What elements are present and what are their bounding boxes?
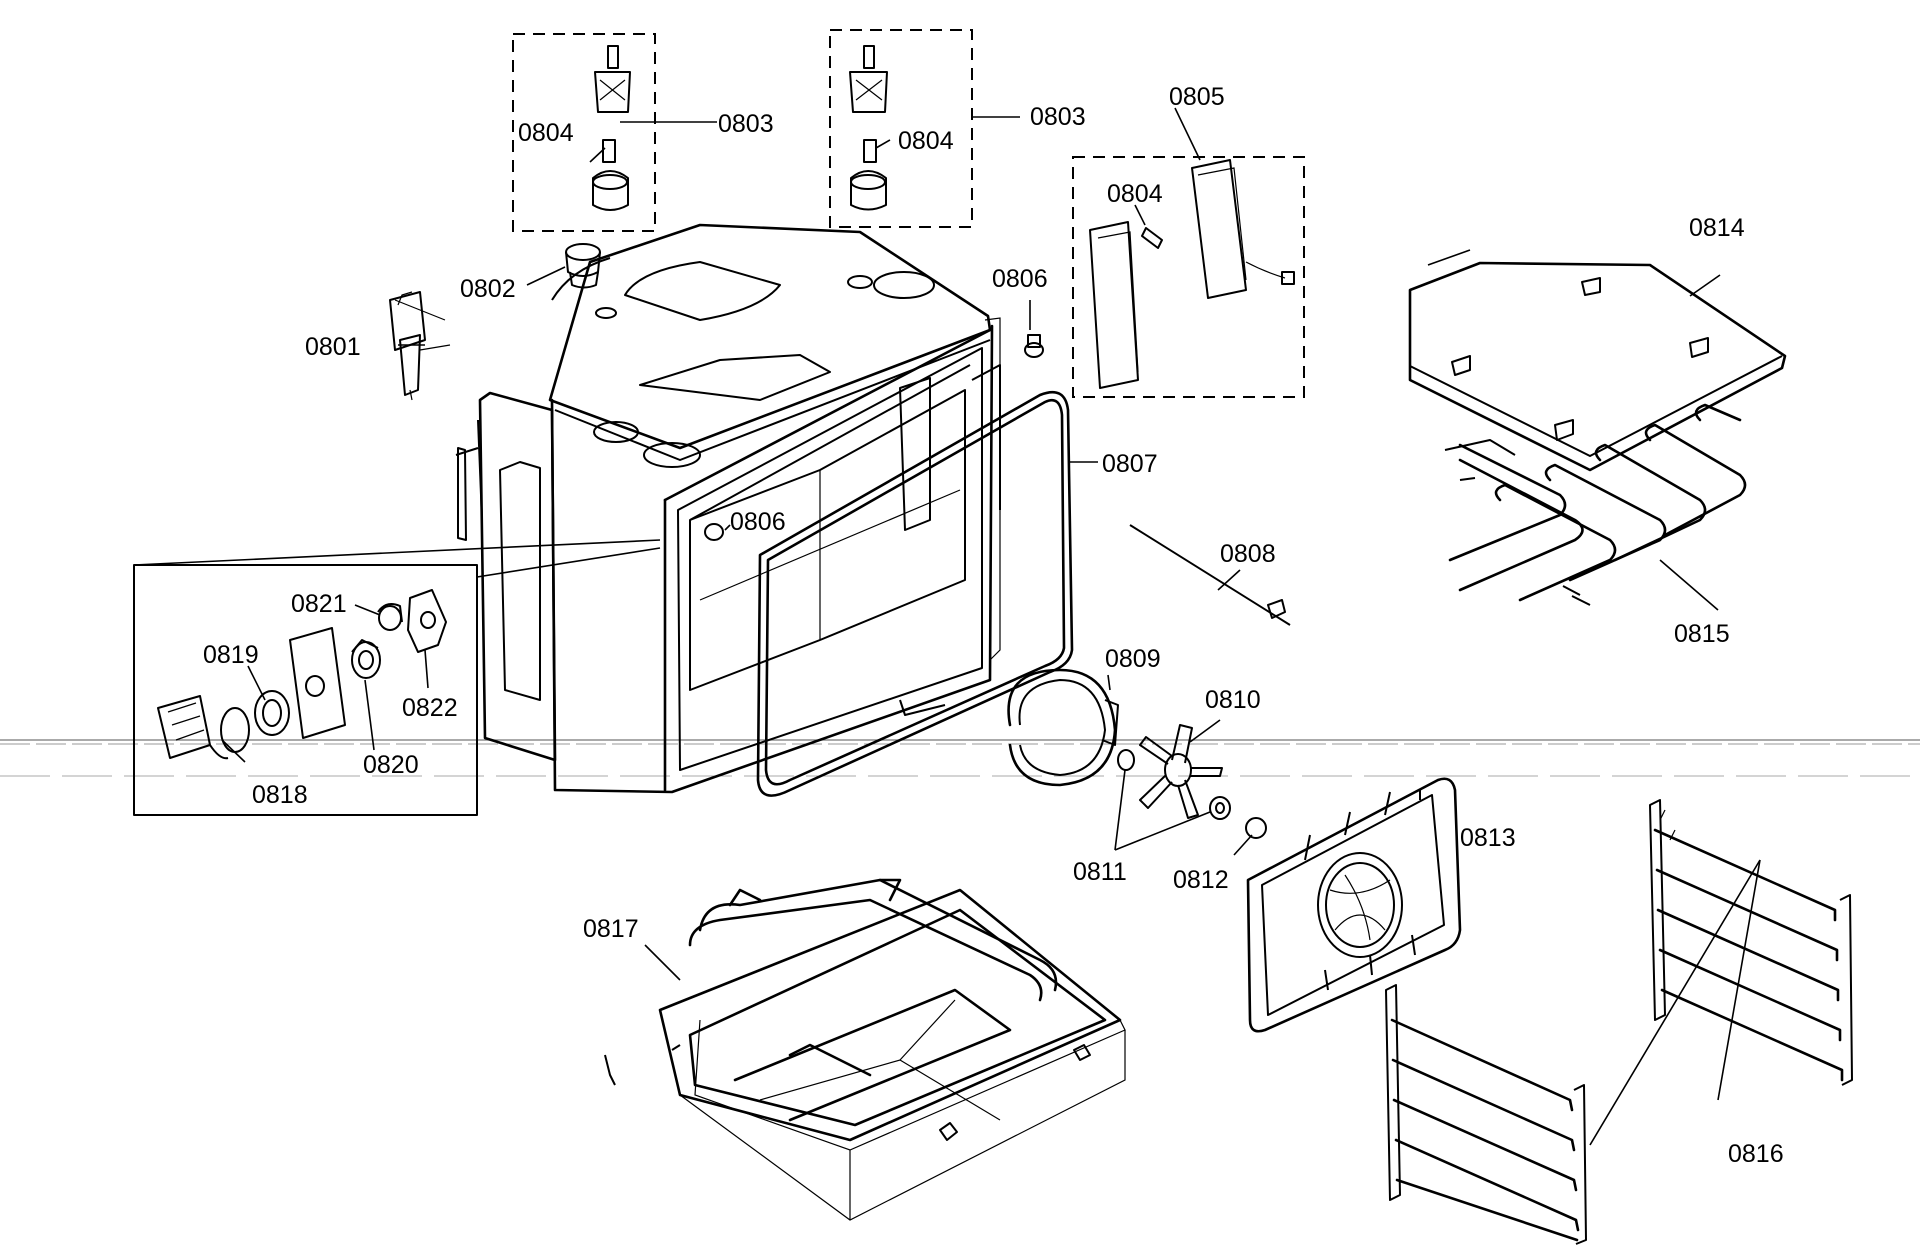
convection-fan-blade[interactable] — [1139, 724, 1223, 819]
part-labels: 0801 0802 0803 0803 0804 0804 0804 0805 … — [203, 83, 1784, 1168]
inset-box — [133, 539, 661, 816]
label-0801: 0801 — [305, 333, 361, 361]
meat-probe-rod[interactable] — [1129, 524, 1291, 626]
label-0808: 0808 — [1220, 540, 1276, 568]
label-0818: 0818 — [252, 781, 308, 809]
label-0805: 0805 — [1169, 83, 1225, 111]
bracket-plate[interactable] — [407, 589, 447, 653]
label-0822: 0822 — [402, 694, 458, 722]
label-0813: 0813 — [1460, 824, 1516, 852]
light-socket-nut[interactable] — [351, 639, 381, 679]
convection-element[interactable] — [1007, 668, 1119, 787]
gasket-ring[interactable] — [254, 690, 290, 736]
cover-plate[interactable] — [289, 627, 346, 739]
gasket-tab — [899, 699, 946, 716]
bake-element[interactable] — [604, 878, 1126, 1221]
oven-cavity — [455, 223, 1001, 794]
scan-lines — [0, 739, 1920, 777]
bumper-lower[interactable] — [704, 523, 724, 541]
side-lamp-assembly[interactable] — [1089, 159, 1295, 389]
fan-nut-small[interactable] — [1245, 817, 1267, 839]
bumper-upper[interactable] — [1024, 334, 1044, 358]
label-0806-lower: 0806 — [730, 508, 786, 536]
rack-rail-right[interactable] — [1649, 799, 1853, 1086]
lamp-assembly-box-left — [512, 33, 656, 232]
label-0802: 0802 — [460, 275, 516, 303]
convection-fan-cover[interactable] — [1246, 777, 1462, 1033]
sensor-cap[interactable] — [565, 243, 601, 289]
top-heat-shield[interactable] — [1408, 261, 1787, 472]
label-0816: 0816 — [1728, 1140, 1784, 1168]
label-0815: 0815 — [1674, 620, 1730, 648]
side-lamp-assembly-box — [1072, 156, 1305, 398]
label-0817: 0817 — [583, 915, 639, 943]
label-0811: 0811 — [1073, 858, 1127, 886]
rack-rail-left[interactable] — [1385, 984, 1587, 1245]
label-0804-side: 0804 — [1107, 180, 1163, 208]
door-gasket[interactable] — [756, 390, 1074, 797]
spacer-bushing[interactable] — [377, 603, 403, 631]
label-0821: 0821 — [291, 590, 347, 618]
label-0803-left: 0803 — [718, 110, 774, 138]
label-0819: 0819 — [203, 641, 259, 669]
label-0809: 0809 — [1105, 645, 1161, 673]
label-0803-right: 0803 — [1030, 103, 1086, 131]
lamp-assembly-box-right — [829, 29, 973, 228]
label-0807: 0807 — [1102, 450, 1158, 478]
fan-nut[interactable] — [1209, 796, 1231, 820]
thermostat-sensor[interactable] — [157, 695, 250, 760]
oven-lamp-left[interactable] — [592, 45, 631, 211]
label-0804-left: 0804 — [518, 119, 574, 147]
fan-washer[interactable] — [1117, 749, 1135, 771]
leader-lines — [221, 107, 1761, 1146]
label-0810: 0810 — [1205, 686, 1261, 714]
label-0804-right: 0804 — [898, 127, 954, 155]
broil-element[interactable] — [1444, 403, 1747, 606]
label-0806-upper: 0806 — [992, 265, 1048, 293]
label-0812: 0812 — [1173, 866, 1229, 894]
label-0814: 0814 — [1689, 214, 1745, 242]
door-lock-switch[interactable] — [389, 291, 451, 401]
label-0820: 0820 — [363, 751, 419, 779]
oven-lamp-right[interactable] — [849, 45, 888, 211]
